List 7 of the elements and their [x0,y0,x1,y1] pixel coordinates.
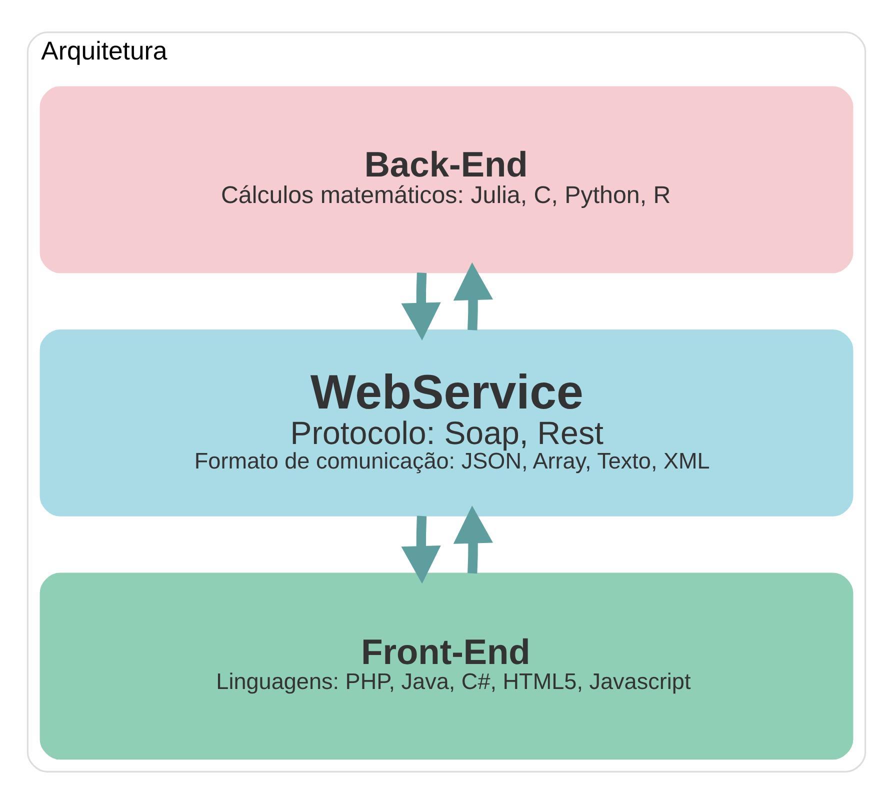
arrow [401,515,441,584]
node-box: Back-End Cálculos matemáticos: Julia, C, Python, R [40,86,854,273]
arrow [401,272,441,340]
node-box: WebService Protocolo: Soap, Rest Formato de comunicação: JSON, Array, Texto, XML [40,329,854,516]
arrow [453,262,494,330]
arrow [453,505,494,574]
node-box: Front-End Linguagens: PHP, Java, C#, HTML5, Javascript [40,572,854,760]
